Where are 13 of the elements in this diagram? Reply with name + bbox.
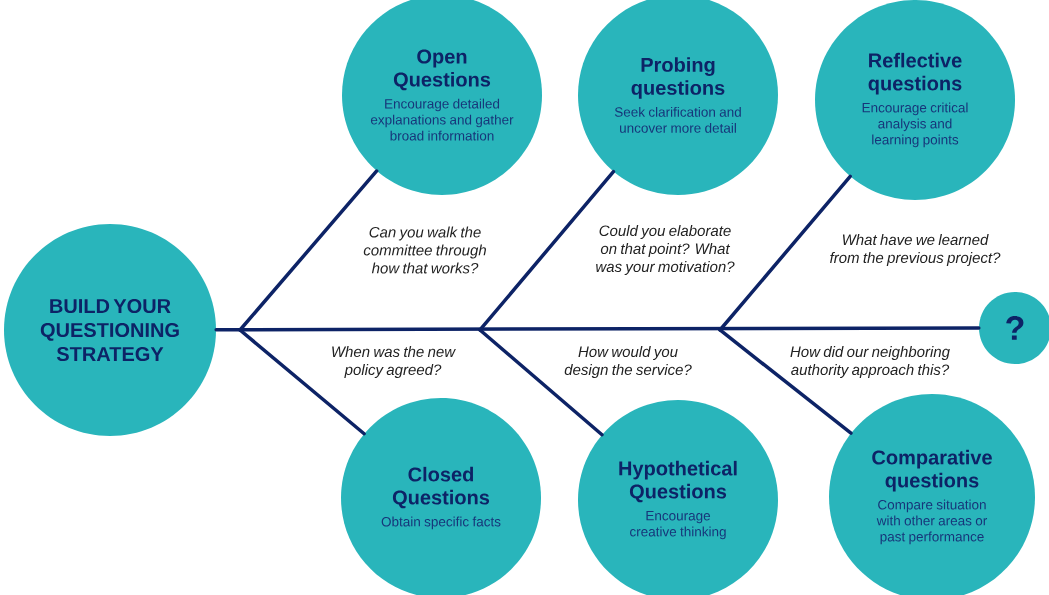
- branch-line: [718, 174, 852, 332]
- branch-line: [718, 328, 853, 435]
- branch-line: [478, 328, 604, 437]
- question-example: How did our neighboring authority approach this?: [790, 346, 950, 378]
- branch-line: [478, 169, 616, 332]
- question-example: How would you design the service?: [564, 346, 692, 378]
- question-example: Can you walk the committee through how that works?: [363, 226, 486, 274]
- question-example: When was the new policy agreed?: [332, 346, 456, 378]
- branch-line: [214, 326, 981, 332]
- question-example: What have we learned from the previous project?: [830, 234, 1001, 266]
- question-example: Could you elaborate on that point? What was your motivation?: [596, 225, 735, 275]
- branch-line: [238, 328, 366, 436]
- branch-line: [238, 169, 379, 332]
